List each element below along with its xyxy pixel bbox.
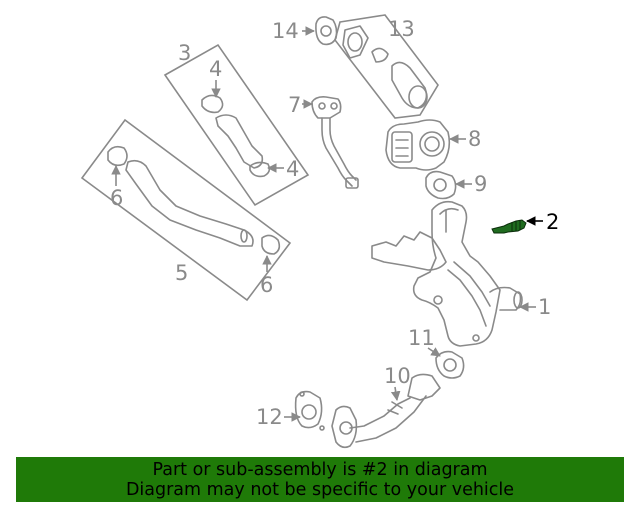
banner-line-2: Diagram may not be specific to your vehi…	[125, 480, 515, 500]
svg-text:4: 4	[286, 157, 299, 181]
assembly-box-3	[163, 43, 310, 207]
label-8: 8	[449, 127, 481, 151]
assembly-box-13	[334, 14, 439, 119]
label-6-right: 6	[260, 255, 273, 297]
part-3-hose	[201, 94, 271, 178]
part-10-pipe	[331, 373, 441, 449]
label-4-bottom: 4	[267, 157, 299, 181]
label-11: 11	[408, 326, 441, 357]
part-8-valve	[385, 119, 451, 171]
svg-text:13: 13	[388, 17, 415, 41]
svg-text:7: 7	[288, 93, 301, 117]
label-7: 7	[288, 93, 313, 117]
label-14: 14	[272, 19, 315, 43]
svg-text:3: 3	[178, 41, 191, 65]
label-3: 3	[178, 41, 191, 65]
assembly-box-5	[80, 118, 292, 302]
label-13: 13	[388, 17, 415, 41]
svg-text:9: 9	[474, 172, 487, 196]
svg-text:10: 10	[384, 364, 411, 388]
label-9: 9	[455, 172, 487, 196]
svg-text:4: 4	[209, 57, 222, 81]
svg-text:5: 5	[175, 261, 188, 285]
part-14-gasket	[315, 16, 338, 46]
svg-text:1: 1	[538, 295, 551, 319]
part-5-hose	[107, 145, 281, 255]
part-12-gasket	[294, 390, 325, 431]
label-12: 12	[256, 405, 301, 429]
svg-text:6: 6	[110, 186, 123, 210]
svg-text:11: 11	[408, 326, 435, 350]
part-9-gasket	[425, 170, 457, 200]
part-7-sensor	[311, 96, 359, 189]
label-6-left: 6	[110, 165, 123, 210]
part-1-egr-cooler	[371, 200, 523, 347]
part-13-outlet	[342, 25, 428, 109]
svg-text:8: 8	[468, 127, 481, 151]
label-1: 1	[519, 295, 551, 319]
label-4-top: 4	[209, 57, 222, 98]
svg-text:14: 14	[272, 19, 299, 43]
label-10: 10	[384, 364, 411, 401]
label-2: 2	[526, 210, 559, 234]
info-banner: Part or sub-assembly is #2 in diagram Di…	[16, 457, 624, 502]
parts-diagram: 14 13 3 4 4 7 8 9 2 6 6 5 1	[80, 14, 559, 449]
part-2-highlighted-sensor	[491, 219, 527, 234]
label-5: 5	[175, 261, 188, 285]
svg-text:12: 12	[256, 405, 283, 429]
banner-line-1: Part or sub-assembly is #2 in diagram	[152, 460, 488, 480]
svg-text:6: 6	[260, 273, 273, 297]
part-11-gasket	[435, 350, 465, 379]
svg-text:2: 2	[546, 210, 559, 234]
